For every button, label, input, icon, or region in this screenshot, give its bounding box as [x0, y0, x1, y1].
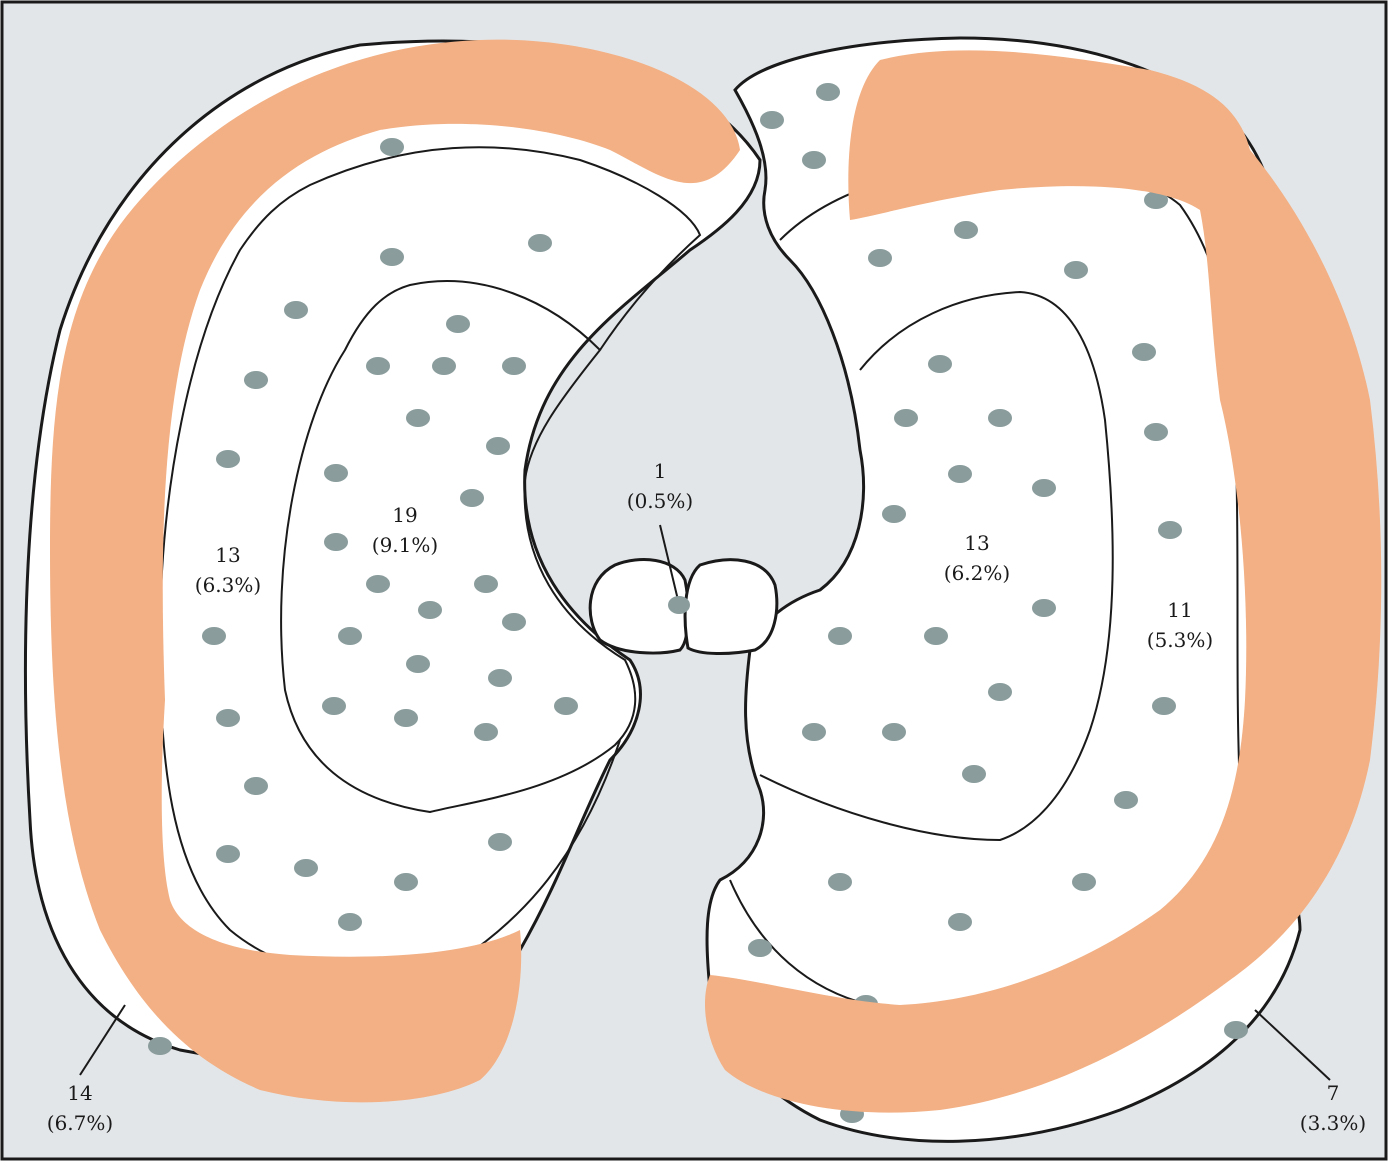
sample-dot: [244, 777, 268, 795]
sample-dot: [418, 601, 442, 619]
sample-dot: [828, 873, 852, 891]
sample-dot: [924, 627, 948, 645]
sample-dot: [868, 249, 892, 267]
sample-dot-center: [668, 596, 690, 614]
central-bronchus-right-part: [685, 560, 777, 654]
sample-dot: [948, 913, 972, 931]
label-right-inner-count: 19: [392, 503, 417, 527]
sample-dot: [202, 627, 226, 645]
sample-dot: [148, 1037, 172, 1055]
sample-dot: [928, 355, 952, 373]
sample-dot: [338, 913, 362, 931]
label-right-outer-pct: (6.7%): [47, 1111, 113, 1135]
label-right-inner-pct: (9.1%): [372, 533, 438, 557]
sample-dot: [380, 248, 404, 266]
sample-dot: [554, 697, 578, 715]
sample-dot: [322, 697, 346, 715]
sample-dot: [486, 437, 510, 455]
sample-dot: [294, 859, 318, 877]
sample-dot: [394, 873, 418, 891]
sample-dot: [1224, 1021, 1248, 1039]
sample-dot: [284, 301, 308, 319]
sample-dot: [244, 371, 268, 389]
sample-dot: [954, 221, 978, 239]
sample-dot: [894, 409, 918, 427]
sample-dot: [366, 357, 390, 375]
sample-dot: [216, 450, 240, 468]
sample-dot: [962, 765, 986, 783]
sample-dot: [474, 575, 498, 593]
sample-dot: [474, 723, 498, 741]
sample-dot: [1032, 479, 1056, 497]
sample-dot: [488, 669, 512, 687]
sample-dot: [216, 709, 240, 727]
sample-dot: [528, 234, 552, 252]
sample-dot: [432, 357, 456, 375]
sample-dot: [488, 833, 512, 851]
sample-dot: [760, 111, 784, 129]
sample-dot: [366, 575, 390, 593]
sample-dot: [802, 151, 826, 169]
sample-dot: [802, 723, 826, 741]
sample-dot: [338, 627, 362, 645]
sample-dot: [324, 533, 348, 551]
sample-dot: [948, 465, 972, 483]
sample-dot: [446, 315, 470, 333]
sample-dot: [1152, 697, 1176, 715]
sample-dot: [1072, 873, 1096, 891]
sample-dot: [406, 409, 430, 427]
sample-dot: [828, 627, 852, 645]
label-left-inner-count: 13: [964, 531, 989, 555]
label-right-middle-pct: (6.3%): [195, 573, 261, 597]
label-left-outer-pct: (3.3%): [1300, 1111, 1366, 1135]
label-left-outer-count: 7: [1327, 1081, 1340, 1105]
sample-dot: [1132, 343, 1156, 361]
sample-dot: [324, 464, 348, 482]
sample-dot: [882, 505, 906, 523]
label-center-pct: (0.5%): [627, 489, 693, 513]
sample-dot: [216, 845, 240, 863]
sample-dot: [460, 489, 484, 507]
sample-dot: [748, 939, 772, 957]
label-left-middle-pct: (5.3%): [1147, 628, 1213, 652]
sample-dot: [988, 409, 1012, 427]
sample-dot: [502, 613, 526, 631]
sample-dot: [1032, 599, 1056, 617]
sample-dot: [1144, 423, 1168, 441]
sample-dot: [502, 357, 526, 375]
sample-dot: [1114, 791, 1138, 809]
sample-dot: [816, 83, 840, 101]
sample-dot: [394, 709, 418, 727]
sample-dot: [882, 723, 906, 741]
label-left-middle-count: 11: [1167, 598, 1192, 622]
sample-dot: [1064, 261, 1088, 279]
label-right-middle-count: 13: [215, 543, 240, 567]
sample-dot: [988, 683, 1012, 701]
sample-dot: [406, 655, 430, 673]
sample-dot: [1158, 521, 1182, 539]
label-left-inner-pct: (6.2%): [944, 561, 1010, 585]
label-center-count: 1: [654, 459, 667, 483]
sample-dot: [380, 138, 404, 156]
label-right-outer-count: 14: [67, 1081, 92, 1105]
